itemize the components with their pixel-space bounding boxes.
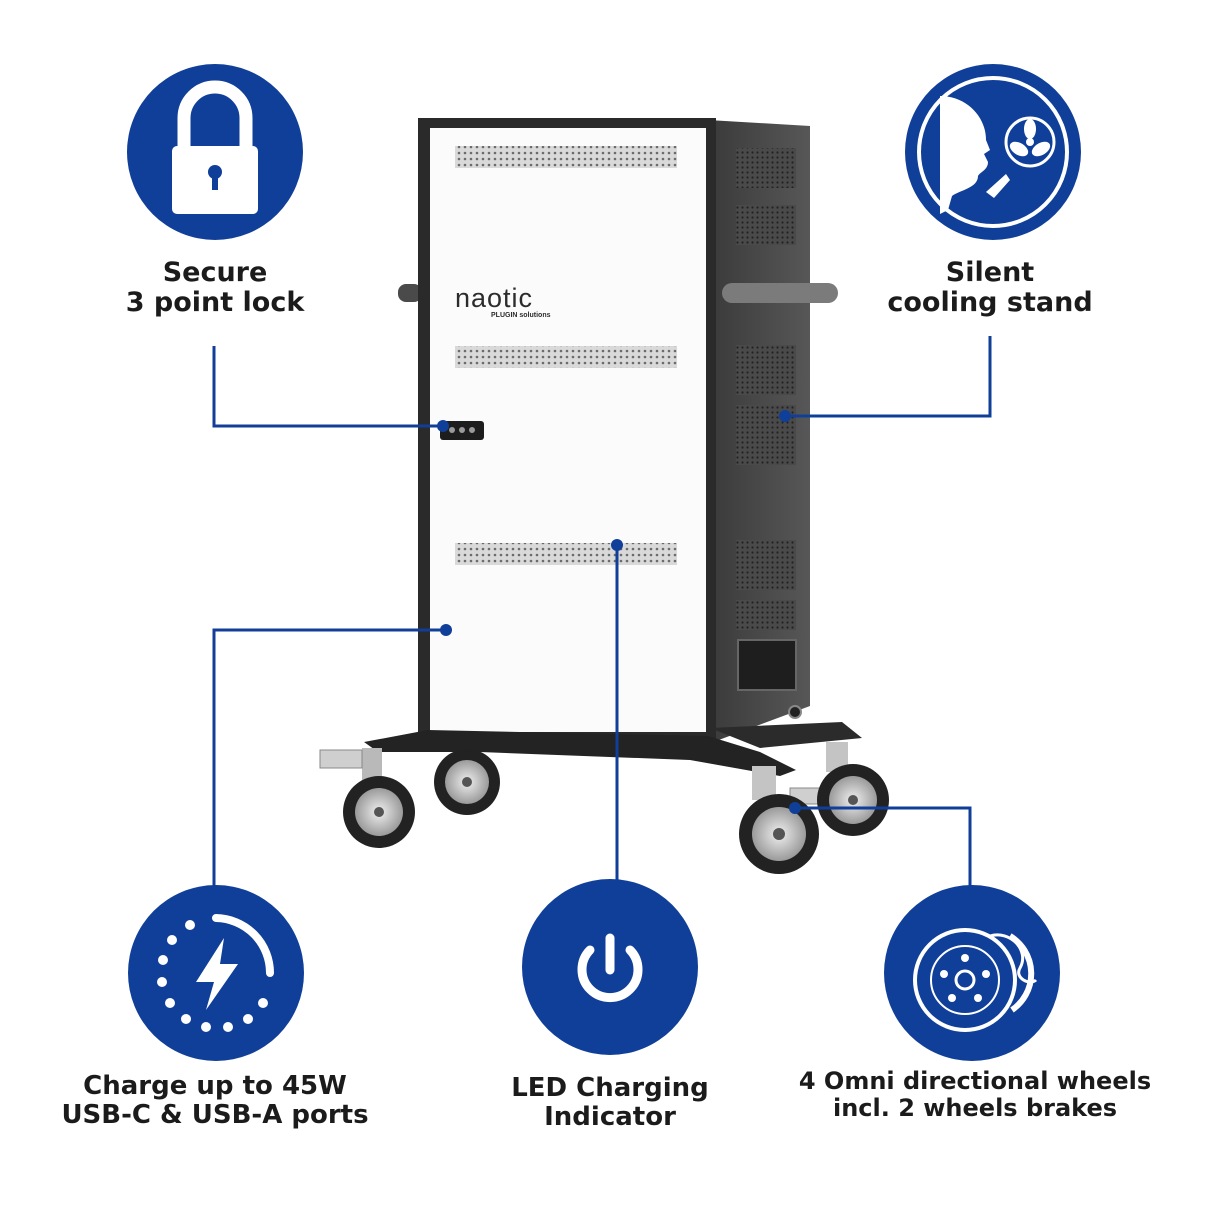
- feature-label-wheels: 4 Omni directional wheels incl. 2 wheels…: [798, 1067, 1152, 1122]
- front-vent: [455, 543, 677, 565]
- front-vent: [455, 146, 677, 168]
- side-vent: [736, 345, 796, 395]
- feature-label-lock: Secure 3 point lock: [125, 257, 305, 319]
- charging-cart: [319, 118, 889, 874]
- callout-dots: [437, 410, 801, 814]
- wheel: [817, 764, 889, 836]
- side-vent: [736, 205, 796, 245]
- padlock-icon: [127, 64, 303, 240]
- wheel: [739, 794, 819, 874]
- wheel: [434, 749, 500, 815]
- cart-base: [364, 730, 796, 776]
- feature-label-led: LED Charging Indicator: [511, 1073, 709, 1133]
- front-vent: [455, 346, 677, 368]
- right-handle: [722, 283, 838, 303]
- brand-logo: naotic PLUGIN solutions: [455, 283, 575, 319]
- side-vent: [736, 148, 796, 188]
- power-icon: [522, 879, 698, 1055]
- side-cable-box: [737, 639, 797, 691]
- lock-callout-line: [212, 346, 443, 428]
- side-socket: [788, 705, 802, 719]
- wheels-callout-line: [795, 806, 972, 888]
- left-handle: [398, 284, 422, 302]
- cooling-callout-line: [785, 336, 992, 418]
- feature-label-charge: Charge up to 45W USB-C & USB-A ports: [61, 1071, 369, 1131]
- callout-lines: [212, 336, 992, 888]
- cart-base-rear: [710, 722, 862, 748]
- wheel: [343, 776, 415, 848]
- lightning-charge-icon: [128, 885, 304, 1061]
- brand-name: naotic: [455, 283, 534, 313]
- wheel-brake: [319, 749, 363, 769]
- silent-fan-icon: [905, 64, 1081, 240]
- feature-label-cooling: Silent cooling stand: [887, 257, 1093, 319]
- side-vent: [736, 540, 796, 590]
- side-vent: [736, 600, 796, 630]
- charge-callout-line: [212, 628, 446, 888]
- brand-tagline: PLUGIN solutions: [491, 312, 551, 319]
- brake-disc-icon: [884, 885, 1060, 1061]
